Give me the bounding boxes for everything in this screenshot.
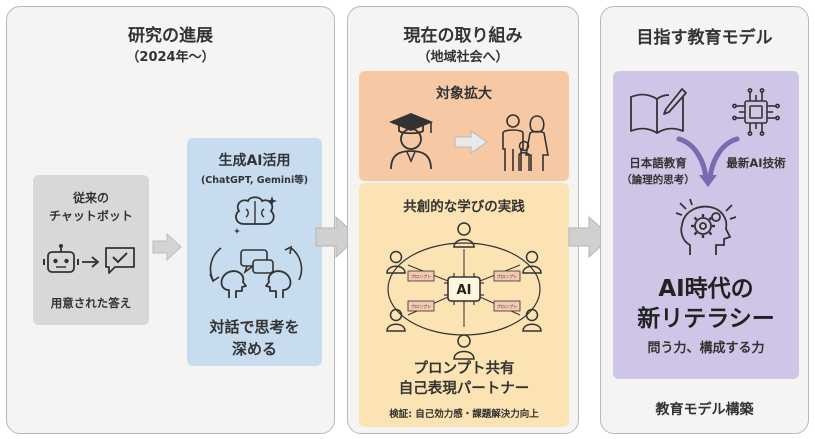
svg-text:プロンプト: プロンプト bbox=[497, 274, 518, 280]
svg-text:プロンプト: プロンプト bbox=[411, 304, 432, 310]
panel-subtitle: （2024年〜） bbox=[126, 50, 215, 65]
prompt-tags: プロンプト プロンプト プロンプト プロンプト bbox=[407, 270, 521, 312]
panel-subtitle: （地域社会へ） bbox=[417, 50, 509, 65]
prepared-answer-label: 用意された答え bbox=[50, 296, 132, 310]
co-creative-caption-2: 自己表現パートナー bbox=[398, 381, 530, 397]
svg-text:プロンプト: プロンプト bbox=[411, 274, 432, 280]
flow-arrow-small bbox=[152, 232, 182, 262]
co-creative-learning-box: 共創的な学びの実践 bbox=[359, 183, 569, 427]
traditional-chatbot-box: 従来の チャットボット 用意された答え bbox=[33, 175, 149, 325]
chat-check-icon bbox=[105, 247, 135, 274]
panel-title: 目指す教育モデル bbox=[636, 28, 773, 48]
generative-ai-subtitle: (ChatGPT, Gemini等) bbox=[200, 175, 309, 186]
co-creative-caption-1: プロンプト共有 bbox=[413, 361, 515, 377]
target-expansion-box: 対象拡大 bbox=[359, 71, 569, 181]
ai-core-chip: AI bbox=[444, 273, 484, 305]
current-initiatives-panel: 現在の取り組み （地域社会へ） 対象拡大 共創的な学びの実践 bbox=[347, 6, 579, 434]
generative-ai-box: 生成AI活用 (ChatGPT, Gemini等) 対話で思考を 深める bbox=[187, 138, 322, 366]
prompt-network-diagram: AI プロンプト プロンプト プロンプト プロンプト bbox=[386, 222, 542, 360]
converging-arrows-icon bbox=[676, 136, 740, 187]
logical-thinking-label: （論理的思考） bbox=[621, 174, 695, 186]
graduate-icon bbox=[389, 113, 433, 170]
research-progress-panel: 研究の進展 （2024年〜） 従来の チャットボット 用意された答え 生 bbox=[6, 6, 335, 434]
generative-ai-title: 生成AI活用 bbox=[218, 153, 291, 169]
arrow-right-icon bbox=[82, 256, 100, 268]
new-literacy-title-2: 新リテラシー bbox=[637, 306, 775, 332]
book-pen-icon bbox=[630, 88, 687, 134]
verification-label: 検証: 自己効力感・課題解決力向上 bbox=[389, 409, 539, 420]
new-literacy-title-1: AI時代の bbox=[658, 276, 754, 302]
expansion-arrow-icon bbox=[454, 130, 488, 154]
panel-title: 現在の取り組み bbox=[403, 26, 523, 46]
participant-icons bbox=[386, 222, 542, 360]
co-creative-learning-title: 共創的な学びの実践 bbox=[403, 199, 525, 215]
svg-text:プロンプト: プロンプト bbox=[497, 304, 518, 310]
new-literacy-box: 日本語教育 （論理的思考） 最新AI技術 AI時代の 新リテラシー 問う力、 bbox=[613, 71, 799, 379]
generative-ai-caption-2: 深める bbox=[231, 340, 277, 358]
discussion-heads-icon bbox=[209, 245, 303, 298]
generative-ai-caption-1: 対話で思考を bbox=[209, 318, 300, 336]
brain-icon bbox=[234, 196, 277, 234]
family-icon bbox=[502, 114, 549, 171]
target-expansion-title: 対象拡大 bbox=[436, 86, 492, 102]
education-model-footer: 教育モデル構築 bbox=[655, 402, 754, 418]
ai-chip-icon bbox=[732, 88, 780, 136]
panel-title: 研究の進展 bbox=[128, 26, 213, 46]
japanese-education-label: 日本語教育 bbox=[629, 156, 687, 170]
robot-icon bbox=[43, 244, 79, 273]
traditional-chatbot-label-2: チャットボット bbox=[49, 209, 133, 223]
latest-ai-label: 最新AI技術 bbox=[726, 156, 786, 170]
gear-head-icon bbox=[675, 198, 737, 255]
traditional-chatbot-label-1: 従来の bbox=[72, 191, 109, 205]
svg-text:AI: AI bbox=[457, 283, 472, 298]
new-literacy-subtitle: 問う力、構成する力 bbox=[647, 341, 765, 356]
target-education-model-panel: 目指す教育モデル 日本語教育 （論理的思考） bbox=[600, 6, 809, 434]
